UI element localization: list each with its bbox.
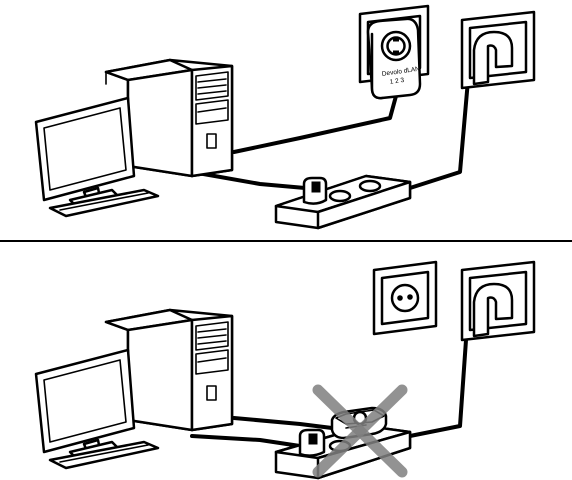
powerline-adapter: Devolo dLAN 1 2 3 xyxy=(368,19,421,98)
pc-power-cable xyxy=(192,436,300,446)
empty-wall-outlet xyxy=(374,262,436,334)
lan-cable xyxy=(234,418,332,428)
wall-outlet-with-plug xyxy=(462,12,534,88)
lan-cable xyxy=(234,96,396,152)
computer-monitor xyxy=(36,98,134,206)
wall-outlet-with-adapter: Devolo dLAN 1 2 3 xyxy=(360,6,428,98)
computer-monitor xyxy=(36,350,134,458)
correct-setup-illustration: Devolo dLAN 1 2 3 xyxy=(0,0,572,240)
correct-setup-panel: Devolo dLAN 1 2 3 xyxy=(0,0,572,240)
power-strip xyxy=(276,176,410,228)
wall-outlet-with-plug xyxy=(462,262,534,340)
incorrect-setup-panel xyxy=(0,240,572,480)
incorrect-setup-illustration xyxy=(0,240,572,480)
